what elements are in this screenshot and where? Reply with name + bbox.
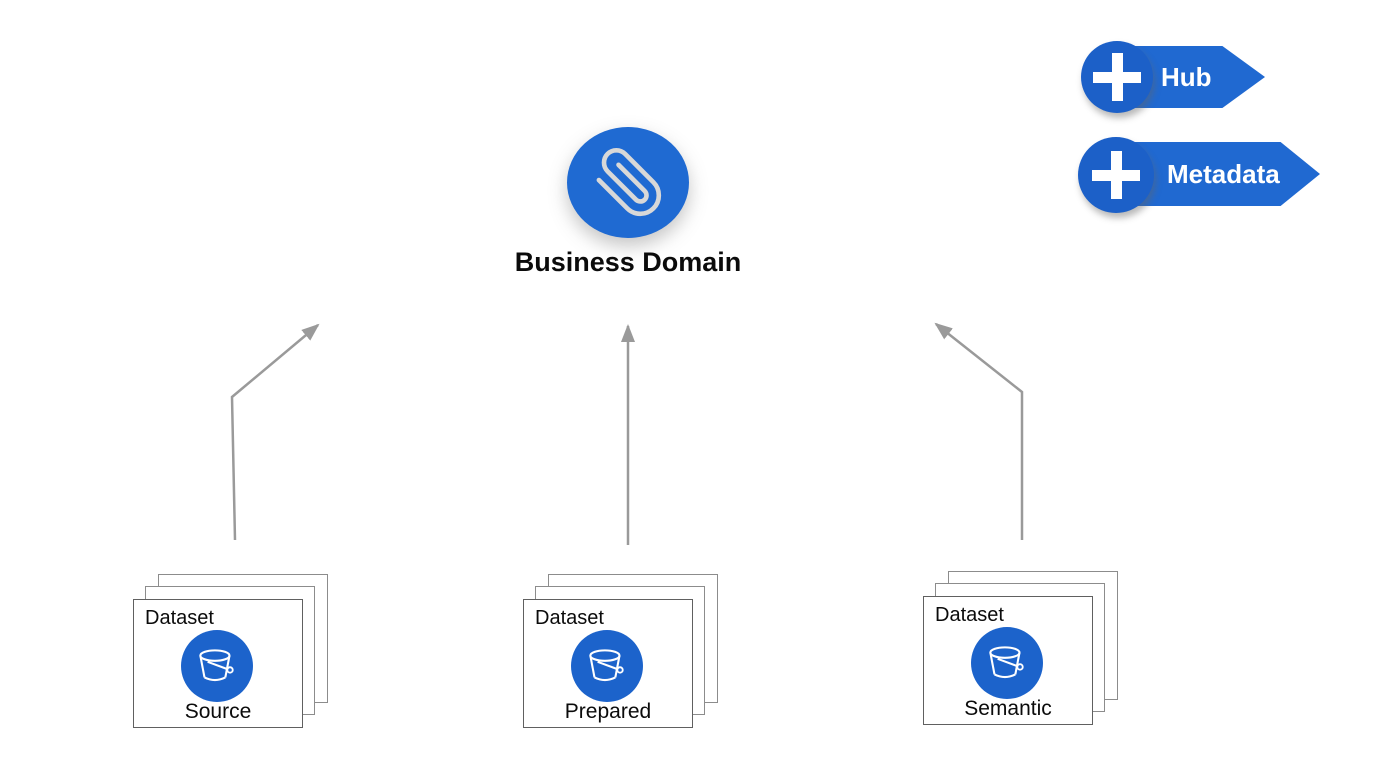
- add-metadata-button[interactable]: Metadata: [1075, 136, 1323, 213]
- hub-button-label: Hub: [1161, 61, 1212, 92]
- dataset-type-label: Dataset: [145, 607, 214, 629]
- bucket-icon: [989, 646, 1024, 679]
- business-domain-label: Business Domain: [514, 247, 742, 277]
- connector-source-to-domain: [230, 323, 320, 541]
- dataset-card-body: Dataset Prepared: [523, 599, 693, 728]
- dataset-type-label: Dataset: [535, 607, 604, 629]
- dataset-name-label: Prepared: [564, 700, 652, 723]
- connector-semantic-to-domain: [934, 322, 1024, 540]
- add-hub-button[interactable]: Hub: [1075, 41, 1267, 113]
- dataset-card-body: Dataset Source: [133, 599, 303, 728]
- dataset-card-prepared[interactable]: Dataset Prepared: [523, 574, 718, 728]
- dataset-card-body: Dataset Semantic: [923, 596, 1093, 725]
- dataset-card-semantic[interactable]: Dataset Semantic: [923, 571, 1118, 725]
- dataset-type-label: Dataset: [935, 604, 1004, 626]
- bucket-circle: [971, 627, 1043, 699]
- hub-button-circle: [1081, 41, 1153, 113]
- plus-icon: [1092, 151, 1140, 199]
- bucket-circle: [181, 630, 253, 702]
- bucket-icon: [199, 649, 234, 682]
- metadata-button-circle: [1078, 137, 1154, 213]
- plus-icon: [1093, 53, 1141, 101]
- dataset-card-source[interactable]: Dataset Source: [133, 574, 328, 728]
- dataset-name-label: Semantic: [964, 697, 1052, 720]
- bucket-icon: [589, 649, 624, 682]
- bucket-circle: [571, 630, 643, 702]
- dataset-name-label: Source: [184, 700, 252, 723]
- metadata-button-label: Metadata: [1167, 158, 1280, 189]
- paperclip-icon: [596, 147, 662, 216]
- business-domain-node[interactable]: [567, 127, 689, 238]
